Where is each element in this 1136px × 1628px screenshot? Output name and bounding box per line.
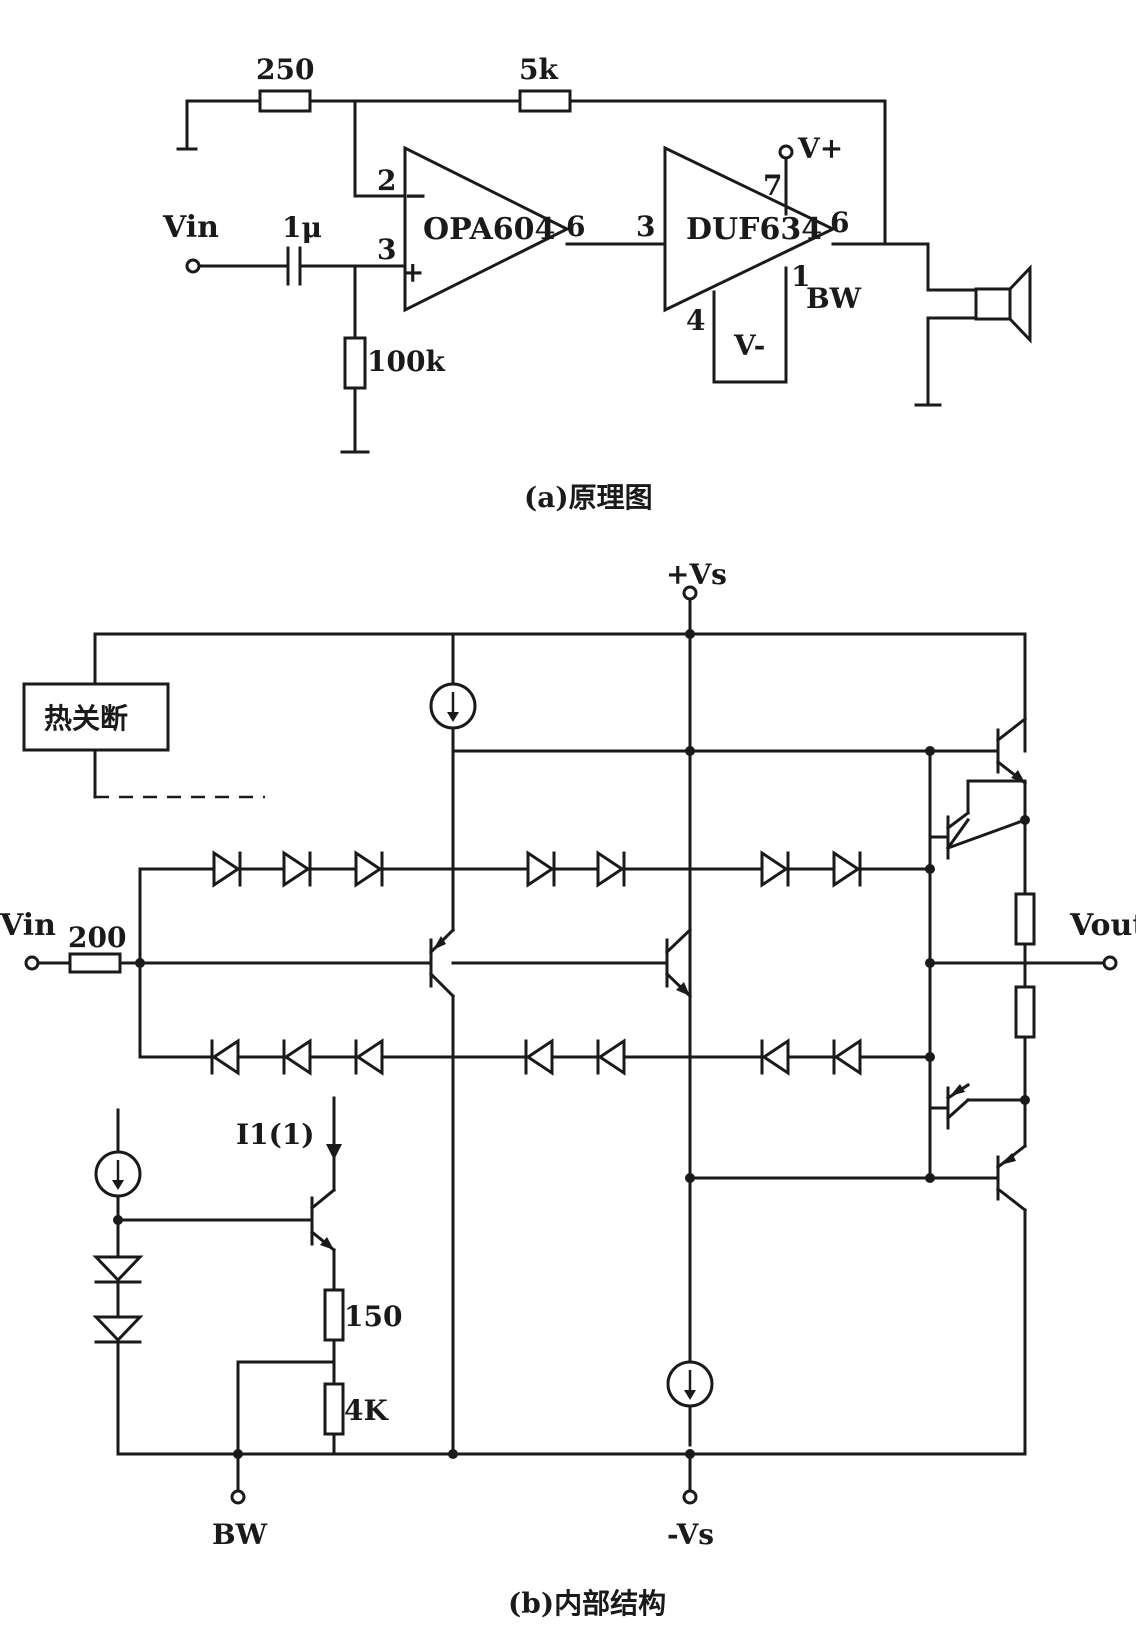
vin-terminal-b <box>24 955 40 971</box>
figure-a-schematic <box>176 89 1032 454</box>
label-vplus: V+ <box>797 132 843 165</box>
resistor-200 <box>68 952 122 974</box>
label-200: 200 <box>68 921 126 954</box>
thermal-shutdown-box <box>22 682 170 752</box>
label-vin-a: Vin <box>162 210 219 245</box>
duf634-buffer <box>663 145 837 313</box>
resistor-emitter-upper <box>1014 892 1036 946</box>
vs-minus-terminal <box>682 1489 698 1505</box>
resistor-4k <box>323 1382 345 1436</box>
label-thermal-shutdown: 热关断 <box>44 702 128 735</box>
resistor-150 <box>323 1288 345 1342</box>
vout-terminal <box>1102 955 1118 971</box>
vin-terminal-a <box>185 258 201 274</box>
label-250: 250 <box>256 53 314 86</box>
duf634-pin-6: 6 <box>830 206 849 239</box>
opa604-minus: − <box>404 179 427 212</box>
label-5k: 5k <box>519 53 558 86</box>
label-vin-b: Vin <box>0 908 56 943</box>
duf634-pin-4: 4 <box>686 304 705 337</box>
label-100k: 100k <box>367 345 445 378</box>
opa604-pin-2: 2 <box>377 164 396 197</box>
opa604-amplifier <box>403 145 571 313</box>
vplus-terminal <box>778 144 794 160</box>
bw-terminal <box>230 1489 246 1505</box>
driver-transistor-upper <box>928 779 1027 860</box>
label-vs-plus: +Vs <box>666 558 727 591</box>
label-4k: 4K <box>344 1394 389 1427</box>
label-bw-b: BW <box>212 1518 268 1551</box>
output-transistor-upper <box>928 632 1028 901</box>
duf634-name: DUF634 <box>686 212 822 247</box>
bw-transistor <box>309 1096 342 1292</box>
label-1u: 1μ <box>282 211 322 244</box>
resistor-100k <box>343 336 367 390</box>
opa604-plus: + <box>401 256 424 289</box>
resistor-5k <box>518 89 572 113</box>
diode-string-lower <box>210 1038 862 1076</box>
input-transistor-pnp <box>428 927 456 1456</box>
caption-a: (a)原理图 <box>524 481 653 514</box>
label-vout: Vout <box>1069 908 1136 943</box>
duf634-pin-1: 1 <box>791 260 810 293</box>
resistor-250 <box>258 89 312 113</box>
speaker-icon <box>974 287 1012 321</box>
bw-diodes <box>92 1255 144 1344</box>
label-i1: I1(1) <box>236 1118 315 1151</box>
label-vminus: V- <box>733 329 765 362</box>
driver-transistor-lower <box>928 1082 1027 1130</box>
label-bw-a: BW <box>806 282 862 315</box>
resistor-emitter-lower <box>1014 985 1036 1039</box>
driver-transistor-npn <box>451 927 693 999</box>
duf634-pin-3: 3 <box>636 210 655 243</box>
opa604-pin-3: 3 <box>377 233 396 266</box>
figure-b-schematic <box>22 585 1118 1505</box>
label-vs-minus: -Vs <box>667 1518 714 1551</box>
opa604-name: OPA604 <box>423 212 555 247</box>
label-150: 150 <box>344 1300 402 1333</box>
diode-string-upper <box>212 850 862 888</box>
output-transistor-lower <box>688 1098 1028 1456</box>
opa604-pin-6: 6 <box>566 210 585 243</box>
caption-b: (b)内部结构 <box>508 1587 666 1620</box>
duf634-pin-7: 7 <box>763 169 782 202</box>
